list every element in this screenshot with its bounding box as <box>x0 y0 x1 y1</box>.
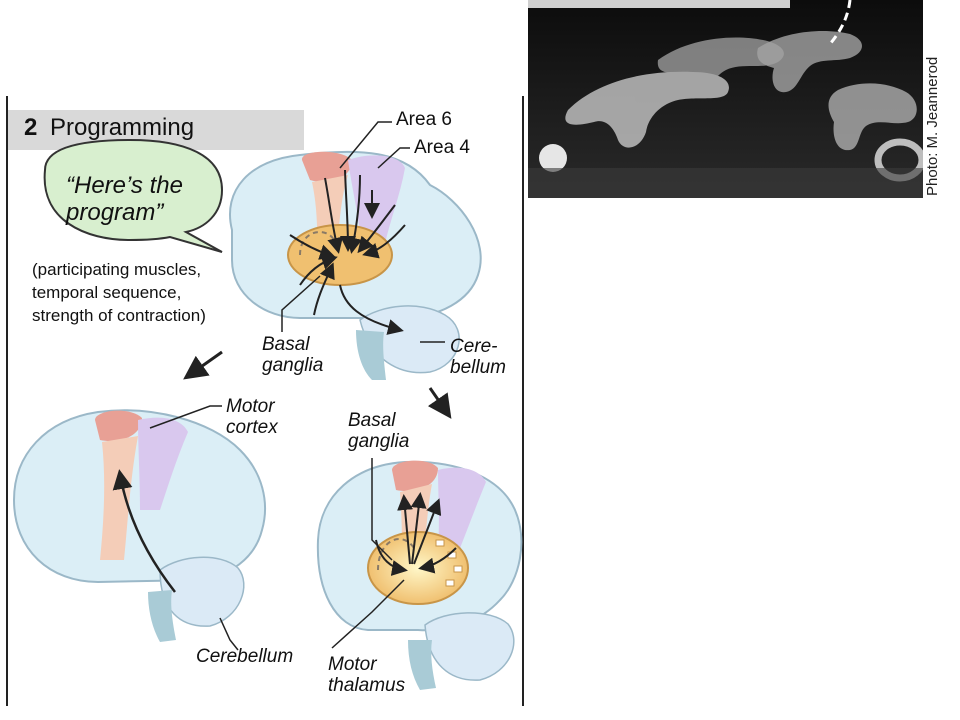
right-frame-line <box>522 96 524 706</box>
program-caption: (participating muscles, temporal sequenc… <box>32 258 206 327</box>
label-motor-cortex: Motor cortex <box>226 396 278 438</box>
speech-bubble <box>43 138 224 253</box>
label-area4: Area 4 <box>414 137 470 158</box>
label-basal-ganglia-top: Basal ganglia <box>262 334 324 376</box>
caption-line-2: temporal sequence, <box>32 283 182 302</box>
caption-line-3: strength of contraction) <box>32 306 206 325</box>
brain-top <box>229 150 482 380</box>
panel-number: 2 <box>24 114 38 141</box>
brain-bottom-right <box>316 460 523 690</box>
reaching-hand-photo <box>528 0 923 198</box>
label-basal-ganglia-bottom: Basal ganglia <box>348 410 410 452</box>
label-motor-thalamus: Motor thalamus <box>328 654 406 696</box>
panel-title: Programming <box>50 114 195 141</box>
label-cerebellum-top: Cere- bellum <box>450 336 506 378</box>
brain-bottom-left <box>12 409 266 642</box>
left-frame-line <box>6 96 8 706</box>
label-cerebellum-left: Cerebellum <box>196 646 294 667</box>
speech-bubble-text: “Here’s the program” <box>66 172 183 226</box>
label-area6: Area 6 <box>396 109 452 130</box>
caption-line-1: (participating muscles, <box>32 260 202 279</box>
